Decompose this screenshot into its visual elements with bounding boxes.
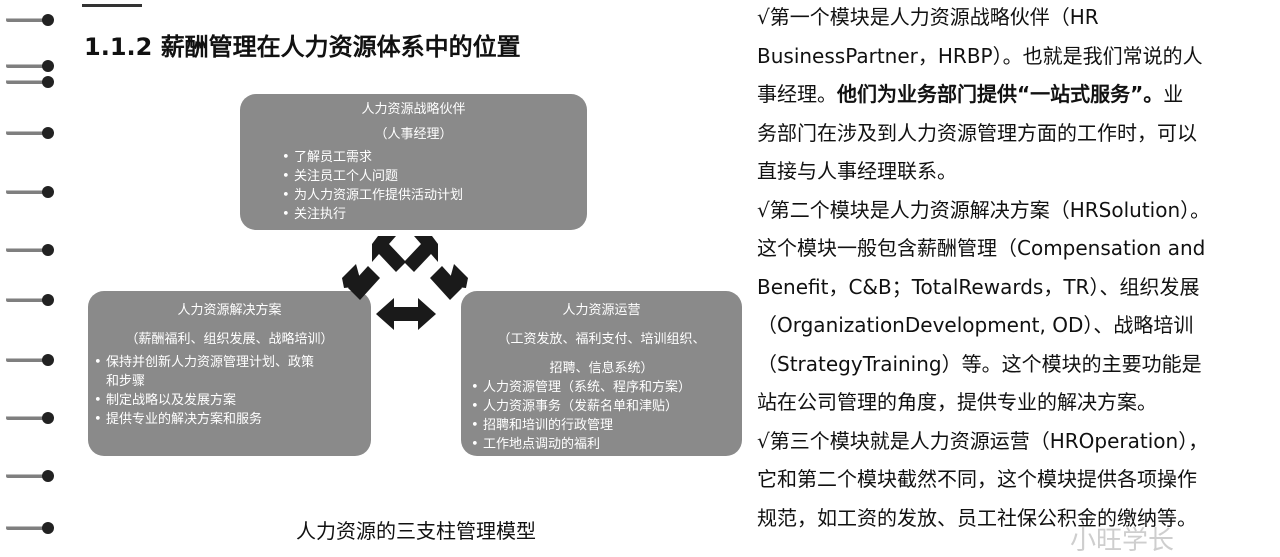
binding-ring: [6, 186, 56, 198]
pillar-solution-box: 人力资源解决方案 （薪酬福利、组织发展、战略培训） 保持并创新人力资源管理计划、…: [88, 291, 371, 456]
cycle-arrows-icon: [342, 236, 468, 330]
binding-ring: [6, 470, 56, 482]
body-line: 事经理。他们为业务部门提供“一站式服务”。业: [757, 75, 1257, 114]
binding-ring: [6, 127, 56, 139]
pillar-item: 提供专业的解决方案和服务: [94, 410, 371, 429]
pillar-item: 人力资源管理（系统、程序和方案）: [471, 378, 742, 397]
pillar-subtitle: （工资发放、福利支付、培训组织、: [497, 332, 706, 347]
pillar-subtitle: （薪酬福利、组织发展、战略培训）: [125, 332, 334, 347]
body-line: （StrategyTraining）等。这个模块的主要功能是: [757, 351, 1202, 376]
pillar-item: 关注执行: [282, 205, 587, 224]
body-line: 站在公司管理的角度，提供专业的解决方案。: [757, 390, 1157, 414]
pillar-item-list: 人力资源管理（系统、程序和方案） 人力资源事务（发薪名单和津贴） 招聘和培训的行…: [471, 378, 742, 454]
pillar-title: 人力资源运营: [562, 303, 641, 318]
pillar-item: 人力资源事务（发薪名单和津贴）: [471, 397, 742, 416]
body-line: √第三个模块就是人力资源运营（HROperation），: [757, 428, 1209, 453]
body-line: 这个模块一般包含薪酬管理（Compensation and: [757, 236, 1206, 260]
pillar-item: 招聘和培训的行政管理: [471, 416, 742, 435]
pillar-subtitle: 招聘、信息系统）: [549, 361, 654, 376]
double-arrow-left-icon: [372, 236, 406, 272]
pillar-item: 关注员工个人问题: [282, 167, 587, 186]
watermark-logo: 小旺学长: [1070, 526, 1175, 556]
pillar-operation-box: 人力资源运营 （工资发放、福利支付、培训组织、 招聘、信息系统） 人力资源管理（…: [461, 291, 742, 456]
pillar-subtitle: （人事经理）: [374, 127, 453, 142]
section-title: 1.1.2 薪酬管理在人力资源体系中的位置: [84, 33, 521, 61]
body-line: 直接与人事经理联系。: [757, 159, 957, 183]
pillar-item-list: 了解员工需求 关注员工个人问题 为人力资源工作提供活动计划 关注执行: [282, 148, 587, 224]
notebook-binding: [0, 0, 70, 545]
body-line: √第二个模块是人力资源解决方案（HRSolution）。: [757, 197, 1211, 222]
pillar-item: 制定战略以及发展方案: [94, 391, 371, 410]
binding-ring: [6, 412, 56, 424]
pillar-item-list: 保持并创新人力资源管理计划、政策 和步骤 制定战略以及发展方案 提供专业的解决方…: [94, 353, 371, 429]
binding-ring: [6, 522, 56, 534]
double-arrow-right-icon: [404, 236, 438, 272]
binding-ring: [6, 76, 56, 88]
heading-rule: [82, 4, 142, 7]
pillar-item: 保持并创新人力资源管理计划、政策: [94, 353, 371, 372]
pillar-hrbp-box: 人力资源战略伙伴 （人事经理） 了解员工需求 关注员工个人问题 为人力资源工作提…: [240, 94, 587, 230]
binding-ring: [6, 244, 56, 256]
diagram-caption: 人力资源的三支柱管理模型: [296, 519, 536, 543]
pillar-item: 工作地点调动的福利: [471, 435, 742, 454]
binding-ring: [6, 354, 56, 366]
body-line: （OrganizationDevelopment, OD）、战略培训: [757, 313, 1194, 337]
pillar-item: 了解员工需求: [282, 148, 587, 167]
pillar-title: 人力资源战略伙伴: [361, 102, 466, 117]
binding-ring: [6, 14, 56, 26]
binding-ring: [6, 294, 56, 306]
body-line: BusinessPartner，HRBP）。也就是我们常说的人: [757, 43, 1203, 68]
body-line: 规范，如工资的发放、员工社保公积金的缴纳等。: [757, 505, 1197, 530]
body-line: 它和第二个模块截然不同，这个模块提供各项操作: [757, 467, 1197, 491]
pillar-item: 为人力资源工作提供活动计划: [282, 186, 587, 205]
emphasis-text: 他们为业务部门提供“一站式服务”。: [837, 82, 1164, 106]
pillar-item-continuation: 和步骤: [106, 374, 146, 389]
body-span: 业: [1163, 82, 1184, 106]
double-arrow-horizontal-icon: [376, 298, 436, 330]
body-span: 事经理。: [757, 82, 837, 106]
body-line: Benefit，C&B；TotalRewards，TR）、组织发展: [757, 274, 1200, 299]
body-line: 务部门在涉及到人力资源管理方面的工作时，可以: [757, 120, 1197, 145]
body-text: √第一个模块是人力资源战略伙伴（HR BusinessPartner，HRBP）…: [757, 0, 1257, 537]
body-line: √第一个模块是人力资源战略伙伴（HR: [757, 5, 1099, 29]
binding-ring: [6, 60, 56, 72]
pillar-title: 人力资源解决方案: [177, 303, 282, 318]
